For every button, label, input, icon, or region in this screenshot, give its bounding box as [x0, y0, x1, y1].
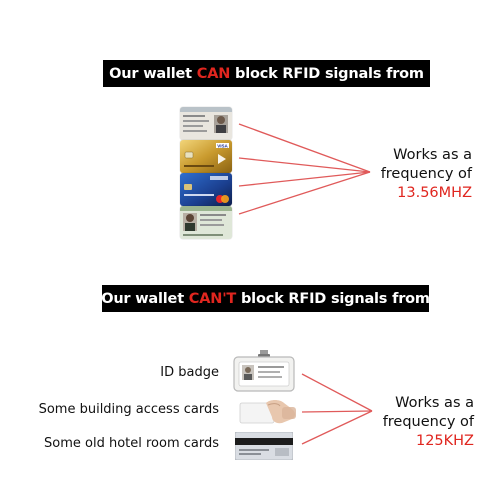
- connector-line: [238, 171, 371, 187]
- connector-line: [238, 171, 371, 215]
- bottom-frequency-text: Works as a frequency of 125KHZ: [374, 394, 474, 451]
- frequency-line: frequency of: [380, 166, 472, 182]
- can-block-banner: Our wallet CAN block RFID signals from: [103, 60, 430, 87]
- blue-bank-card-graphic: [180, 173, 232, 206]
- connector-line: [238, 123, 371, 173]
- banner-highlight: CAN'T: [188, 290, 237, 307]
- id-card: [180, 107, 232, 140]
- gold-visa-card: VISA: [180, 140, 232, 173]
- id-badge-graphic: [233, 350, 295, 392]
- blue-bank-card: [180, 173, 232, 206]
- id-card-graphic: [180, 107, 232, 140]
- hotel-card-image: [234, 431, 294, 461]
- banner-text-post: block RFID signals from: [235, 65, 424, 82]
- access-card-graphic: [239, 400, 296, 424]
- frequency-line: frequency of: [382, 414, 474, 430]
- banner-text-post: block RFID signals from: [241, 290, 430, 307]
- hotel-card-graphic: [234, 431, 294, 461]
- banner-text-pre: Our wallet: [109, 65, 192, 82]
- banner-highlight: CAN: [196, 65, 231, 82]
- svg-text:VISA: VISA: [217, 143, 228, 148]
- connector-line: [238, 157, 371, 173]
- drivers-license-card-graphic: [180, 206, 232, 239]
- gold-visa-card-graphic: VISA: [180, 140, 232, 173]
- id-badge-image: [232, 350, 296, 392]
- id-badge-label: ID badge: [160, 365, 219, 380]
- frequency-value: 125KHZ: [415, 433, 474, 449]
- drivers-license-card: [180, 206, 232, 239]
- connector-line: [301, 410, 373, 445]
- works-line: Works as a: [395, 395, 474, 411]
- frequency-value: 13.56MHZ: [397, 185, 472, 201]
- connector-line: [301, 373, 373, 412]
- cant-block-banner: Our wallet CAN'T block RFID signals from: [101, 285, 430, 312]
- works-line: Works as a: [393, 147, 472, 163]
- access-card-image: [238, 397, 300, 425]
- top-frequency-text: Works as a frequency of 13.56MHZ: [372, 146, 472, 203]
- connector-line: [301, 410, 373, 413]
- building-access-label: Some building access cards: [38, 402, 219, 417]
- banner-text-pre: Our wallet: [101, 290, 184, 307]
- hotel-cards-label: Some old hotel room cards: [44, 436, 219, 451]
